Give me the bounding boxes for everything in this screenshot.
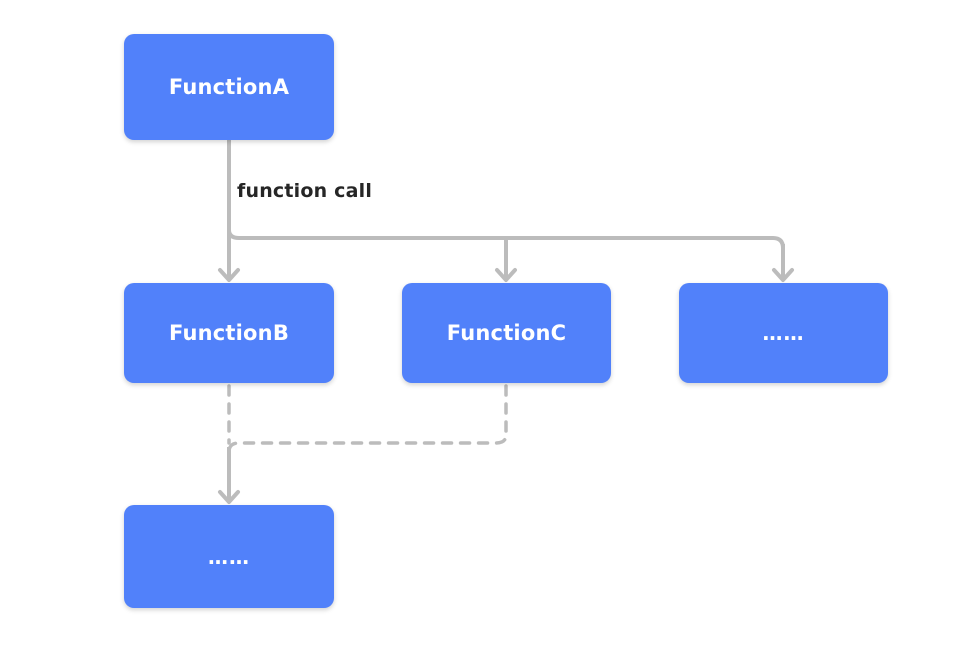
edge-a-to-more-arrowhead (772, 268, 794, 282)
node-function-a-label: FunctionA (168, 74, 290, 99)
edge-a-fanout-bar (227, 228, 785, 250)
node-function-b-label: FunctionB (168, 320, 290, 345)
edge-a-to-b-arrowhead (218, 268, 240, 282)
edge-label-function-call: function call (237, 180, 373, 202)
node-function-a[interactable]: FunctionA (124, 34, 334, 140)
edge-c-to-more2-dashed (227, 384, 508, 454)
node-function-c[interactable]: FunctionC (402, 283, 611, 383)
node-ellipsis-bottom[interactable]: …… (124, 505, 334, 608)
node-function-c-label: FunctionC (446, 320, 567, 345)
node-function-b[interactable]: FunctionB (124, 283, 334, 383)
node-ellipsis-right-label: …… (762, 321, 805, 345)
edge-to-more2-arrowhead (218, 490, 240, 504)
edge-a-to-c-arrowhead (495, 268, 517, 282)
node-ellipsis-bottom-label: …… (208, 544, 250, 569)
node-ellipsis-right[interactable]: …… (679, 283, 888, 383)
